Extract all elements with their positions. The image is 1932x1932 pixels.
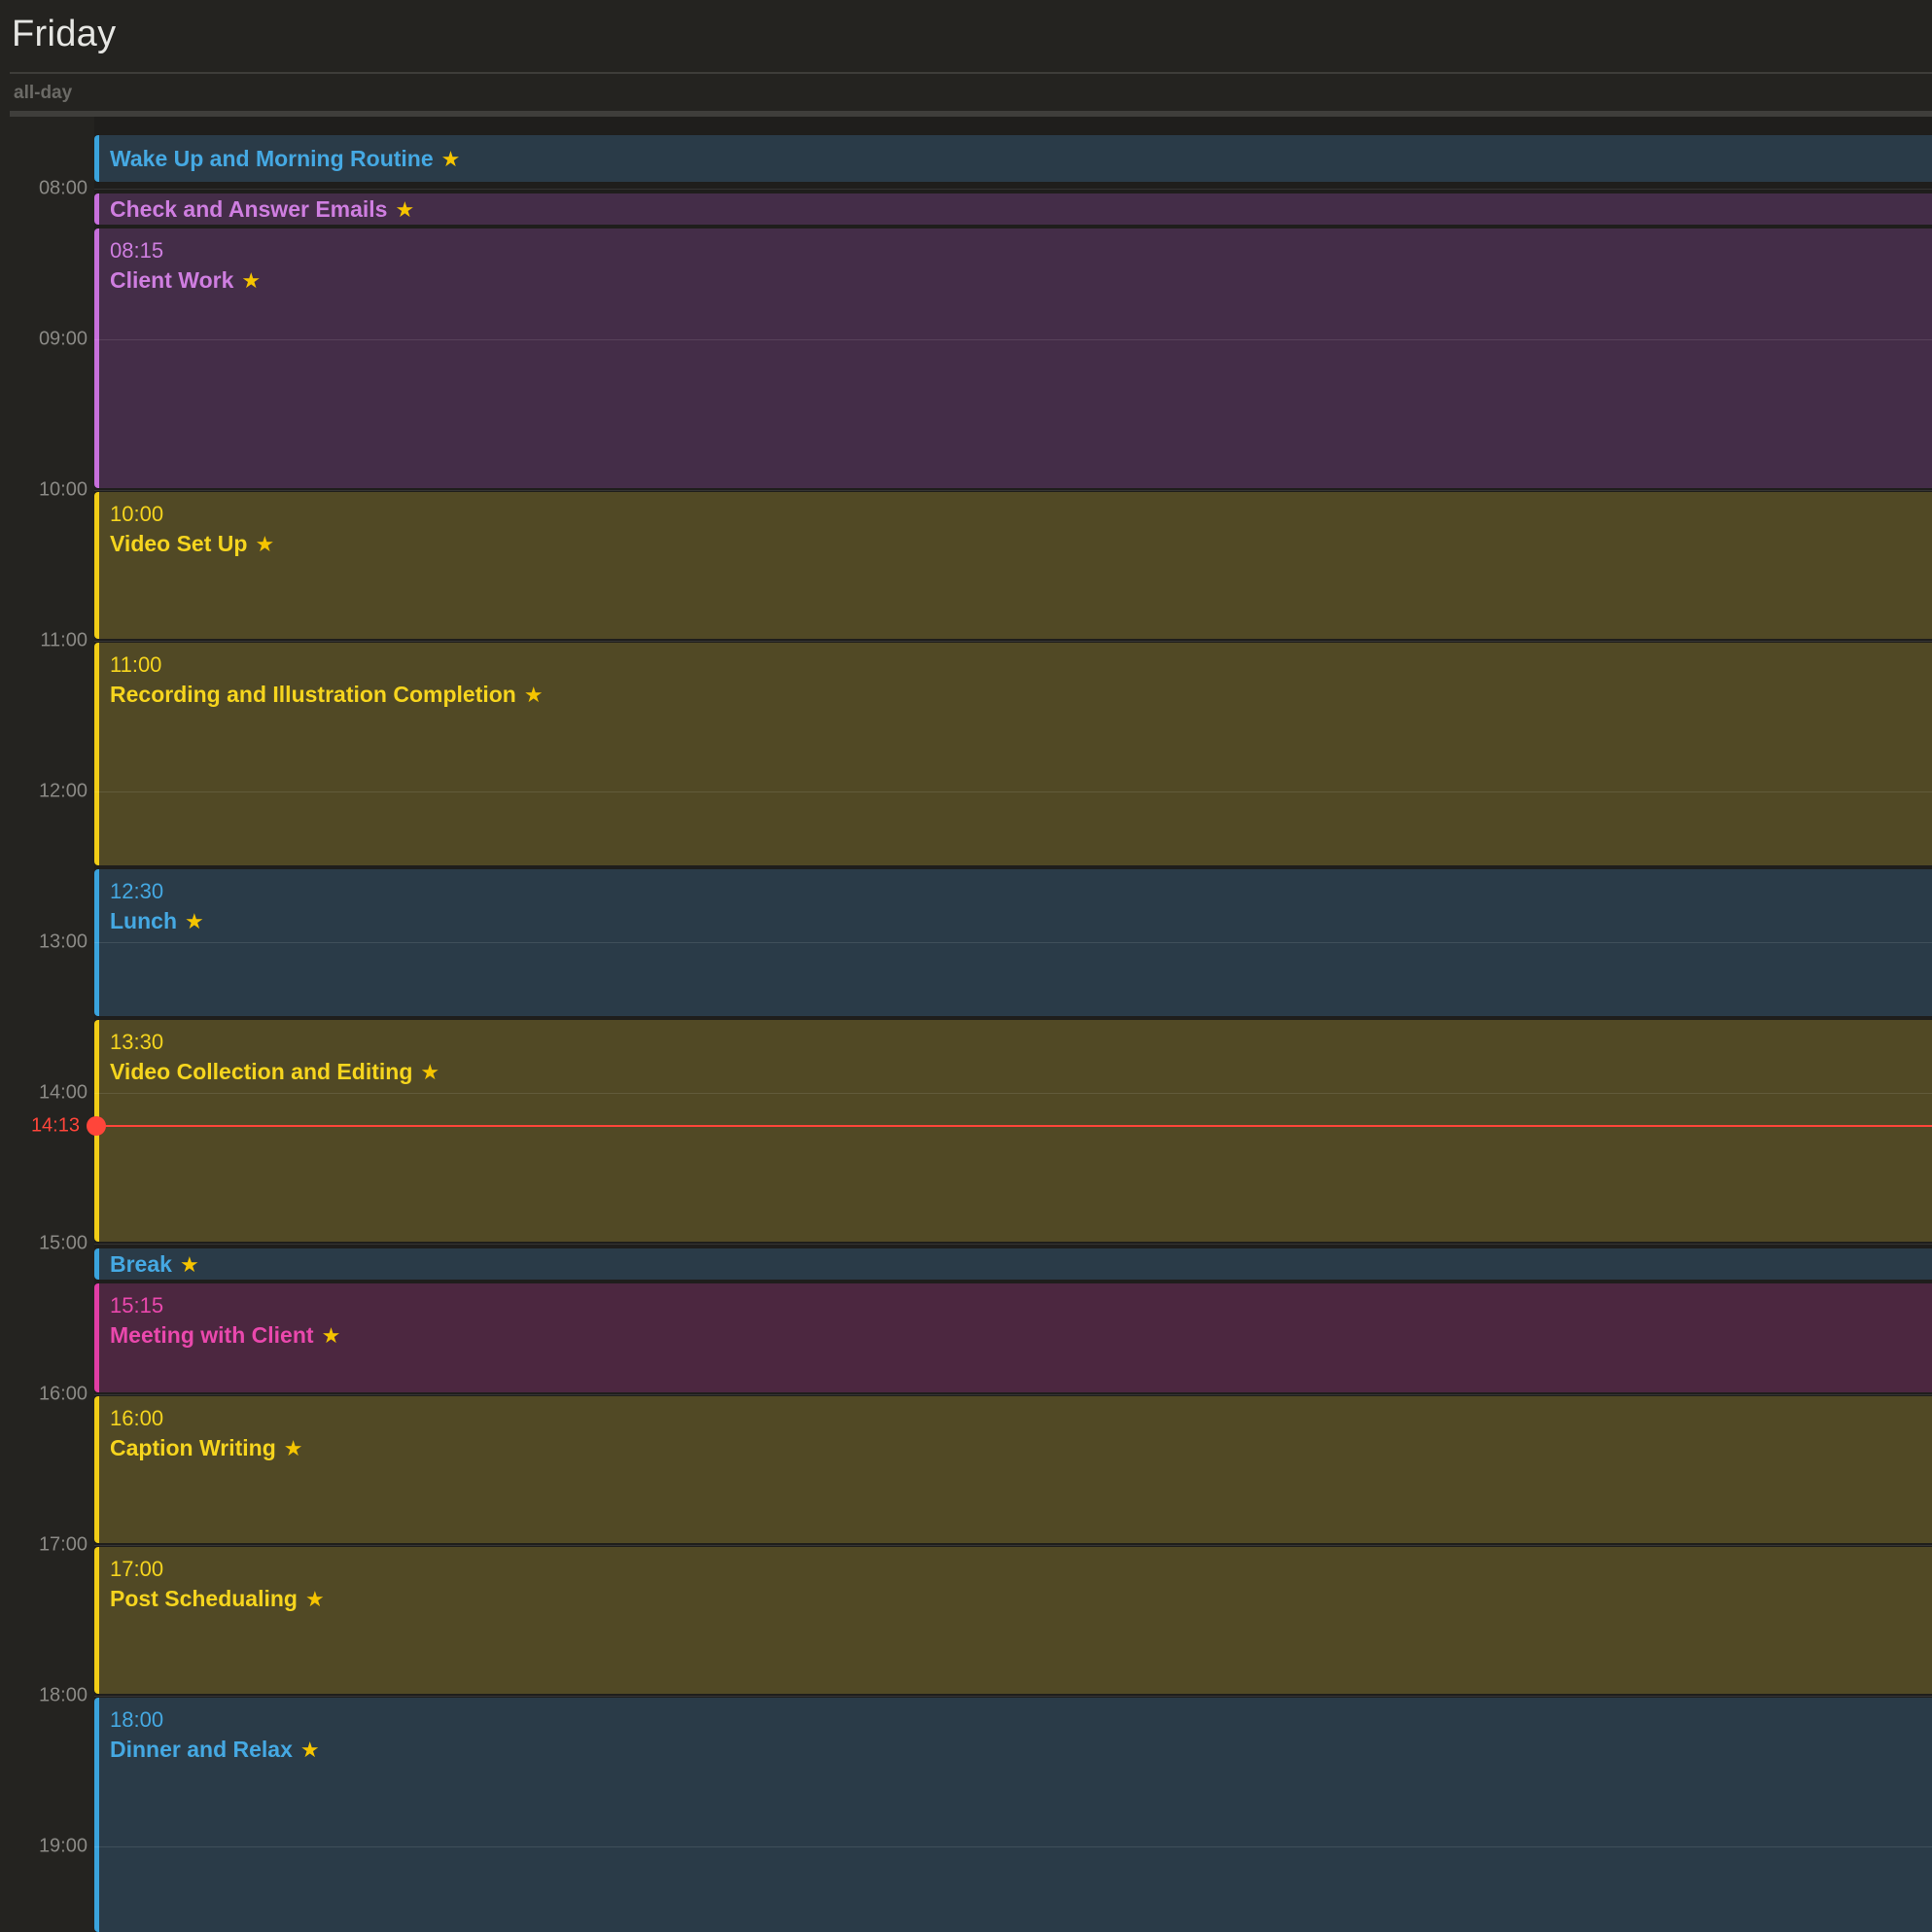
star-icon: ★	[283, 1436, 303, 1460]
event-start-time: 15:15	[110, 1292, 164, 1317]
star-icon: ★	[420, 1059, 440, 1084]
event-title: Lunch	[110, 907, 177, 933]
event-start-time: 17:00	[110, 1557, 164, 1581]
event-start-time: 18:00	[110, 1707, 164, 1732]
hour-label-1100: 11:00	[40, 629, 88, 651]
event-title: Meeting with Client	[110, 1321, 314, 1348]
all-day-label: all-day	[14, 83, 73, 103]
event-start-time: 08:15	[110, 237, 164, 263]
hour-label-1000: 10:00	[38, 478, 88, 501]
event-title: Wake Up and Morning Routine	[110, 145, 434, 171]
hour-label-1400: 14:00	[38, 1081, 88, 1104]
event-start-time: 13:30	[110, 1029, 164, 1054]
time-gutter	[0, 117, 94, 1932]
current-time-line	[96, 1124, 1932, 1127]
star-icon: ★	[299, 1738, 320, 1762]
star-icon: ★	[523, 683, 544, 707]
hour-label-1300: 13:00	[38, 931, 88, 953]
hour-label-0900: 09:00	[38, 328, 88, 350]
star-icon: ★	[304, 1587, 325, 1611]
star-icon: ★	[255, 532, 275, 556]
event-start-time: 10:00	[110, 502, 164, 526]
star-icon: ★	[185, 908, 204, 933]
event-check-and-answer-emails[interactable]: Check and Answer Emails ★	[94, 193, 1932, 225]
hour-label-1200: 12:00	[38, 780, 88, 802]
star-icon: ★	[179, 1251, 199, 1277]
event-title: Post Schedualing	[110, 1586, 298, 1611]
star-icon: ★	[440, 146, 461, 171]
header-divider	[10, 72, 1932, 74]
event-start-time: 16:00	[110, 1406, 164, 1430]
event-wake-up-and-morning-routine[interactable]: Wake Up and Morning Routine★	[94, 135, 1932, 182]
star-icon: ★	[241, 267, 262, 293]
event-title: Video Collection and Editing	[110, 1058, 413, 1084]
event-title: Client Work	[110, 266, 234, 293]
hour-label-1500: 15:00	[38, 1232, 88, 1254]
hour-label-1800: 18:00	[38, 1684, 88, 1706]
event-title: Break	[110, 1250, 172, 1277]
hour-label-1700: 17:00	[38, 1533, 88, 1556]
current-time-label: 14:13	[30, 1114, 80, 1137]
event-title: Video Set Up	[110, 531, 248, 556]
star-icon: ★	[321, 1322, 341, 1348]
event-start-time: 11:00	[110, 652, 162, 677]
hour-label-0800: 08:00	[38, 177, 88, 199]
all-day-divider	[10, 111, 1932, 117]
current-time-dot-icon	[87, 1115, 106, 1136]
day-title: Friday	[12, 14, 117, 54]
hour-label-1900: 19:00	[38, 1835, 88, 1857]
star-icon: ★	[395, 196, 415, 222]
event-title: Dinner and Relax	[110, 1737, 293, 1762]
hour-label-1600: 16:00	[38, 1383, 88, 1405]
event-title: Caption Writing	[110, 1435, 276, 1460]
event-title: Recording and Illustration Completion	[110, 682, 516, 707]
event-start-time: 12:30	[110, 878, 164, 903]
event-break[interactable]: Break ★	[94, 1247, 1932, 1280]
event-title: Check and Answer Emails	[110, 195, 388, 222]
